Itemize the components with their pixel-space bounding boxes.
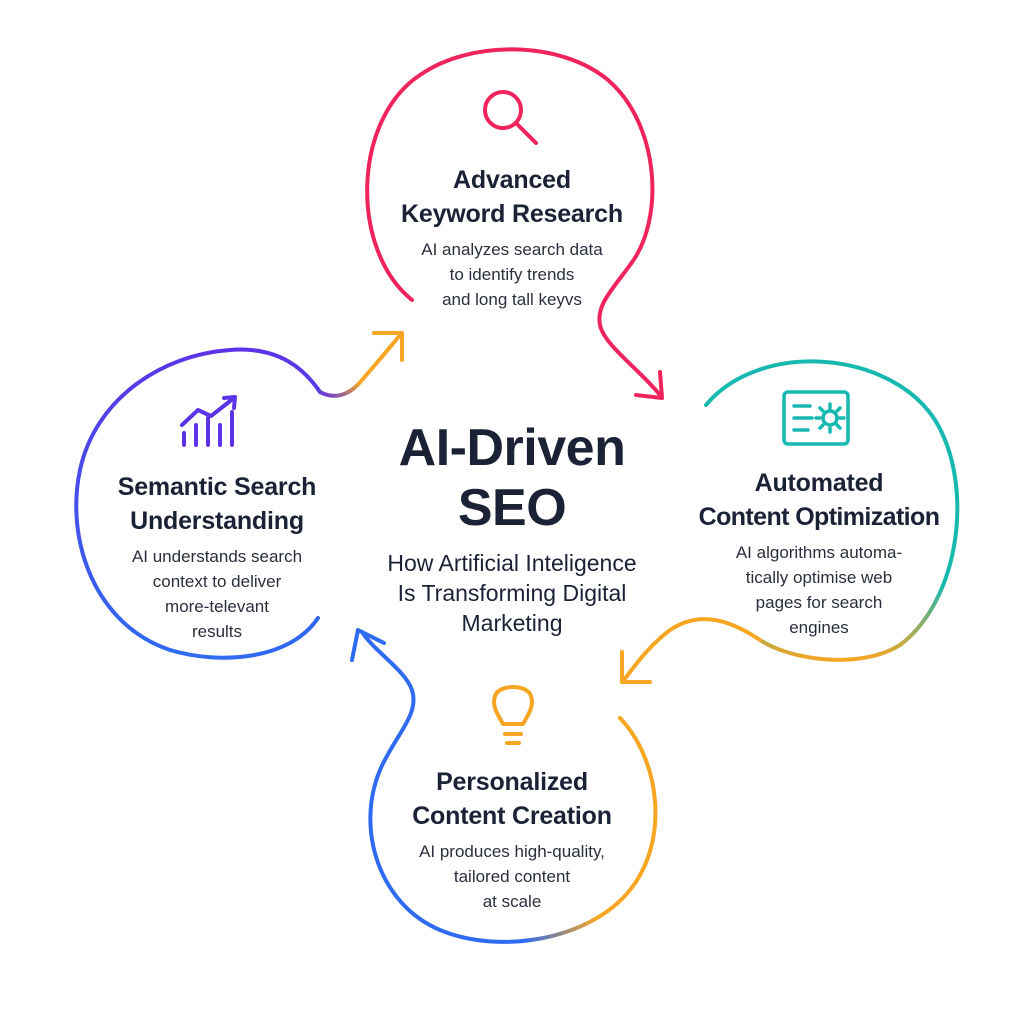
node-keyword-research: Advanced Keyword Research AI analyzes se… (370, 163, 654, 312)
node-desc-line: pages for search (755, 593, 883, 612)
node-title-line: Understanding (130, 507, 304, 535)
arrow-head-top (634, 370, 664, 400)
arrow-head-bottom (350, 628, 386, 662)
node-title-line: Advanced (453, 166, 571, 194)
center-title-line: AI-Driven (398, 419, 626, 477)
node-desc-line: AI algorithms automa- (735, 543, 903, 562)
node-content-optimization: Automated Content Optimization AI algori… (686, 466, 952, 640)
document-settings-icon (782, 390, 850, 446)
center-subtitle-line: Is Transforming Digital (397, 580, 627, 606)
node-title-line: Keyword Research (401, 200, 623, 228)
center-subtitle: How Artificial Inteligence Is Transformi… (330, 548, 694, 638)
node-desc-line: more-televant (165, 597, 269, 616)
node-title-line: Content Creation (412, 802, 612, 830)
center-title: AI-Driven SEO (312, 418, 712, 538)
lightbulb-icon (492, 685, 534, 745)
node-desc-line: engines (789, 618, 849, 637)
node-description: AI produces high-quality, tailored conte… (382, 839, 642, 914)
loop-right (704, 359, 960, 662)
center-title-line: SEO (457, 479, 567, 537)
center-subtitle-line: How Artificial Inteligence (387, 550, 637, 576)
node-title: Semantic Search Understanding (92, 470, 342, 538)
node-desc-line: AI produces high-quality, (419, 842, 605, 861)
growth-chart-icon (180, 395, 237, 447)
node-desc-line: tically optimise web (745, 568, 893, 587)
loop-top (365, 47, 662, 397)
node-title: Automated Content Optimization (686, 466, 952, 534)
loop-bottom (360, 630, 658, 944)
node-title-line: Automated (754, 469, 884, 497)
node-title-line: Content Optimization (698, 503, 940, 531)
search-icon (483, 90, 538, 145)
node-title: Personalized Content Creation (382, 765, 642, 833)
arrow-head-left (372, 331, 404, 362)
node-desc-line: context to deliver (152, 572, 282, 591)
node-content-creation: Personalized Content Creation AI produce… (382, 765, 642, 914)
node-desc-line: at scale (482, 892, 542, 911)
arrow-shaft-right (622, 617, 762, 682)
loop-left (74, 347, 322, 660)
node-description: AI analyzes search data to identify tren… (370, 237, 654, 312)
node-description: AI understands search context to deliver… (92, 544, 342, 644)
node-title-line: Semantic Search (117, 473, 317, 501)
node-semantic-search: Semantic Search Understanding AI underst… (92, 470, 342, 644)
node-description: AI algorithms automa- tically optimise w… (686, 540, 952, 640)
node-title-line: Personalized (436, 768, 588, 796)
arrow-head-right (620, 650, 652, 684)
node-desc-line: tailored content (453, 867, 571, 886)
node-desc-line: results (191, 622, 243, 641)
node-title: Advanced Keyword Research (370, 163, 654, 231)
arrow-shaft-left (318, 333, 402, 398)
node-desc-line: to identify trends (449, 265, 575, 284)
node-desc-line: AI analyzes search data (421, 240, 603, 259)
node-desc-line: and long tall keyvs (442, 290, 582, 309)
node-desc-line: AI understands search (131, 547, 303, 566)
center-subtitle-line: Marketing (461, 610, 563, 636)
